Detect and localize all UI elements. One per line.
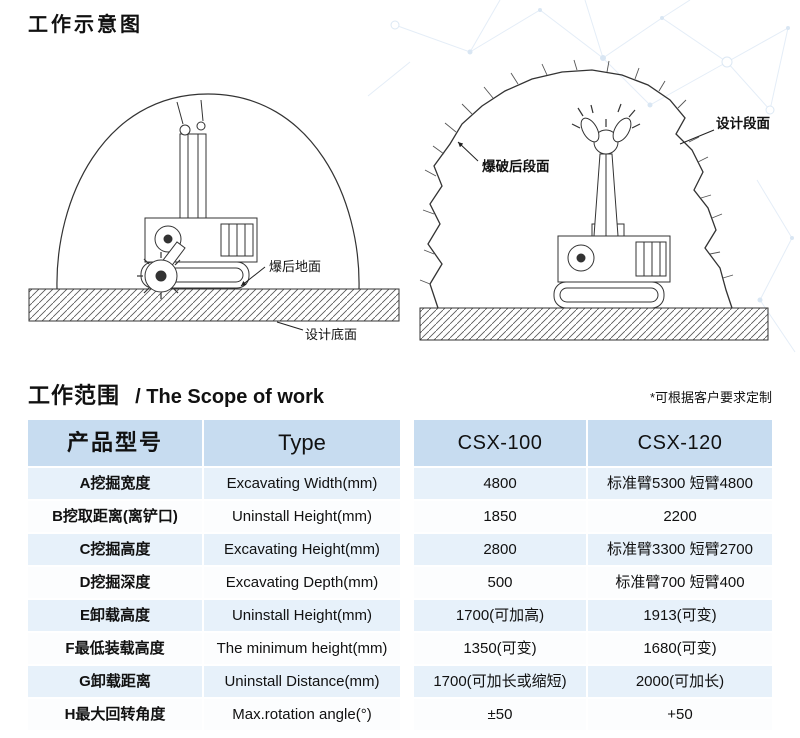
leader-blasted-ground [240, 266, 266, 287]
cell-csx100: 1350(可变) [414, 633, 586, 664]
diagram-tunnel-right: 爆破后段面 设计段面 [419, 59, 770, 341]
section-title-zh: 工作范围 [28, 383, 121, 408]
cell-model: C挖掘高度 [28, 534, 202, 565]
ground-hatch-band [28, 288, 400, 322]
column-gap [402, 534, 412, 565]
section-header: 工作范围 / The Scope of work *可根据客户要求定制 [28, 378, 772, 410]
cutter-teeth [571, 103, 641, 129]
leader-design-bottom [276, 321, 304, 331]
table-row: E卸载高度 Uninstall Height(mm) 1700(可加高) 191… [28, 600, 772, 631]
spec-table: 产品型号 Type CSX-100 CSX-120 A挖掘宽度 Excavati… [28, 420, 772, 732]
cell-csx120: +50 [588, 699, 772, 730]
cell-csx120: 标准臂5300 短臂4800 [588, 468, 772, 499]
cell-csx100: 2800 [414, 534, 586, 565]
cell-model: H最大回转角度 [28, 699, 202, 730]
cell-csx120: 标准臂700 短臂400 [588, 567, 772, 598]
cell-type: Uninstall Distance(mm) [204, 666, 400, 697]
blasted-tunnel-outline [427, 69, 733, 309]
cell-csx120: 1913(可变) [588, 600, 772, 631]
section-title-en: / The Scope of work [135, 386, 325, 408]
cell-type: Uninstall Height(mm) [204, 501, 400, 532]
label-design-bottom: 设计底面 [305, 327, 357, 342]
cell-model: A挖掘宽度 [28, 468, 202, 499]
column-gap [402, 468, 412, 499]
cell-csx100: 1850 [414, 501, 586, 532]
cell-csx100: 500 [414, 567, 586, 598]
cell-model: F最低装载高度 [28, 633, 202, 664]
table-row: B挖取距离(离铲口) Uninstall Height(mm) 1850 220… [28, 501, 772, 532]
cell-csx100: 1700(可加高) [414, 600, 586, 631]
page-title: 工作示意图 [28, 14, 143, 36]
column-gap [402, 633, 412, 664]
cell-type: The minimum height(mm) [204, 633, 400, 664]
cell-type: Excavating Height(mm) [204, 534, 400, 565]
cell-type: Excavating Width(mm) [204, 468, 400, 499]
cutter-teeth [137, 252, 181, 299]
cell-model: B挖取距离(离铲口) [28, 501, 202, 532]
table-row: H最大回转角度 Max.rotation angle(°) ±50 +50 [28, 699, 772, 730]
cell-type: Max.rotation angle(°) [204, 699, 400, 730]
table-row: D挖掘深度 Excavating Depth(mm) 500 标准臂700 短臂… [28, 567, 772, 598]
leader-blasted-face [457, 141, 479, 162]
cell-csx100: 4800 [414, 468, 586, 499]
label-blasted-ground: 爆后地面 [269, 259, 321, 274]
diagram-tunnel-left: 爆后地面 设计底面 [28, 93, 400, 342]
table-row: G卸载距离 Uninstall Distance(mm) 1700(可加长或缩短… [28, 666, 772, 697]
header-type: Type [204, 420, 400, 466]
cell-model: D挖掘深度 [28, 567, 202, 598]
table-row: A挖掘宽度 Excavating Width(mm) 4800 标准臂5300 … [28, 468, 772, 499]
table-header-row: 产品型号 Type CSX-100 CSX-120 [28, 420, 772, 466]
cell-csx120: 2200 [588, 501, 772, 532]
table-row: F最低装载高度 The minimum height(mm) 1350(可变) … [28, 633, 772, 664]
ground-hatch-band [419, 307, 769, 341]
cell-model: G卸载距离 [28, 666, 202, 697]
section-title: 工作范围 / The Scope of work [28, 378, 324, 410]
column-gap [402, 699, 412, 730]
roadheader-machine [137, 99, 258, 299]
column-gap [402, 567, 412, 598]
leader-design-face [679, 129, 715, 145]
cell-csx100: 1700(可加长或缩短) [414, 666, 586, 697]
cell-type: Uninstall Height(mm) [204, 600, 400, 631]
table-row: C挖掘高度 Excavating Height(mm) 2800 标准臂3300… [28, 534, 772, 565]
column-gap [402, 501, 412, 532]
roadheader-machine-raised [553, 103, 671, 309]
cell-csx120: 1680(可变) [588, 633, 772, 664]
label-blasted-face: 爆破后段面 [482, 158, 550, 174]
column-gap [402, 420, 412, 466]
customization-note: *可根据客户要求定制 [649, 390, 772, 405]
cell-csx100: ±50 [414, 699, 586, 730]
header-csx100: CSX-100 [414, 420, 586, 466]
header-model: 产品型号 [28, 420, 202, 466]
tunnel-arch-outline [56, 93, 360, 290]
label-design-face: 设计段面 [716, 115, 770, 131]
cell-csx120: 标准臂3300 短臂2700 [588, 534, 772, 565]
cell-csx120: 2000(可加长) [588, 666, 772, 697]
column-gap [402, 600, 412, 631]
header-csx120: CSX-120 [588, 420, 772, 466]
cell-type: Excavating Depth(mm) [204, 567, 400, 598]
cell-model: E卸载高度 [28, 600, 202, 631]
column-gap [402, 666, 412, 697]
